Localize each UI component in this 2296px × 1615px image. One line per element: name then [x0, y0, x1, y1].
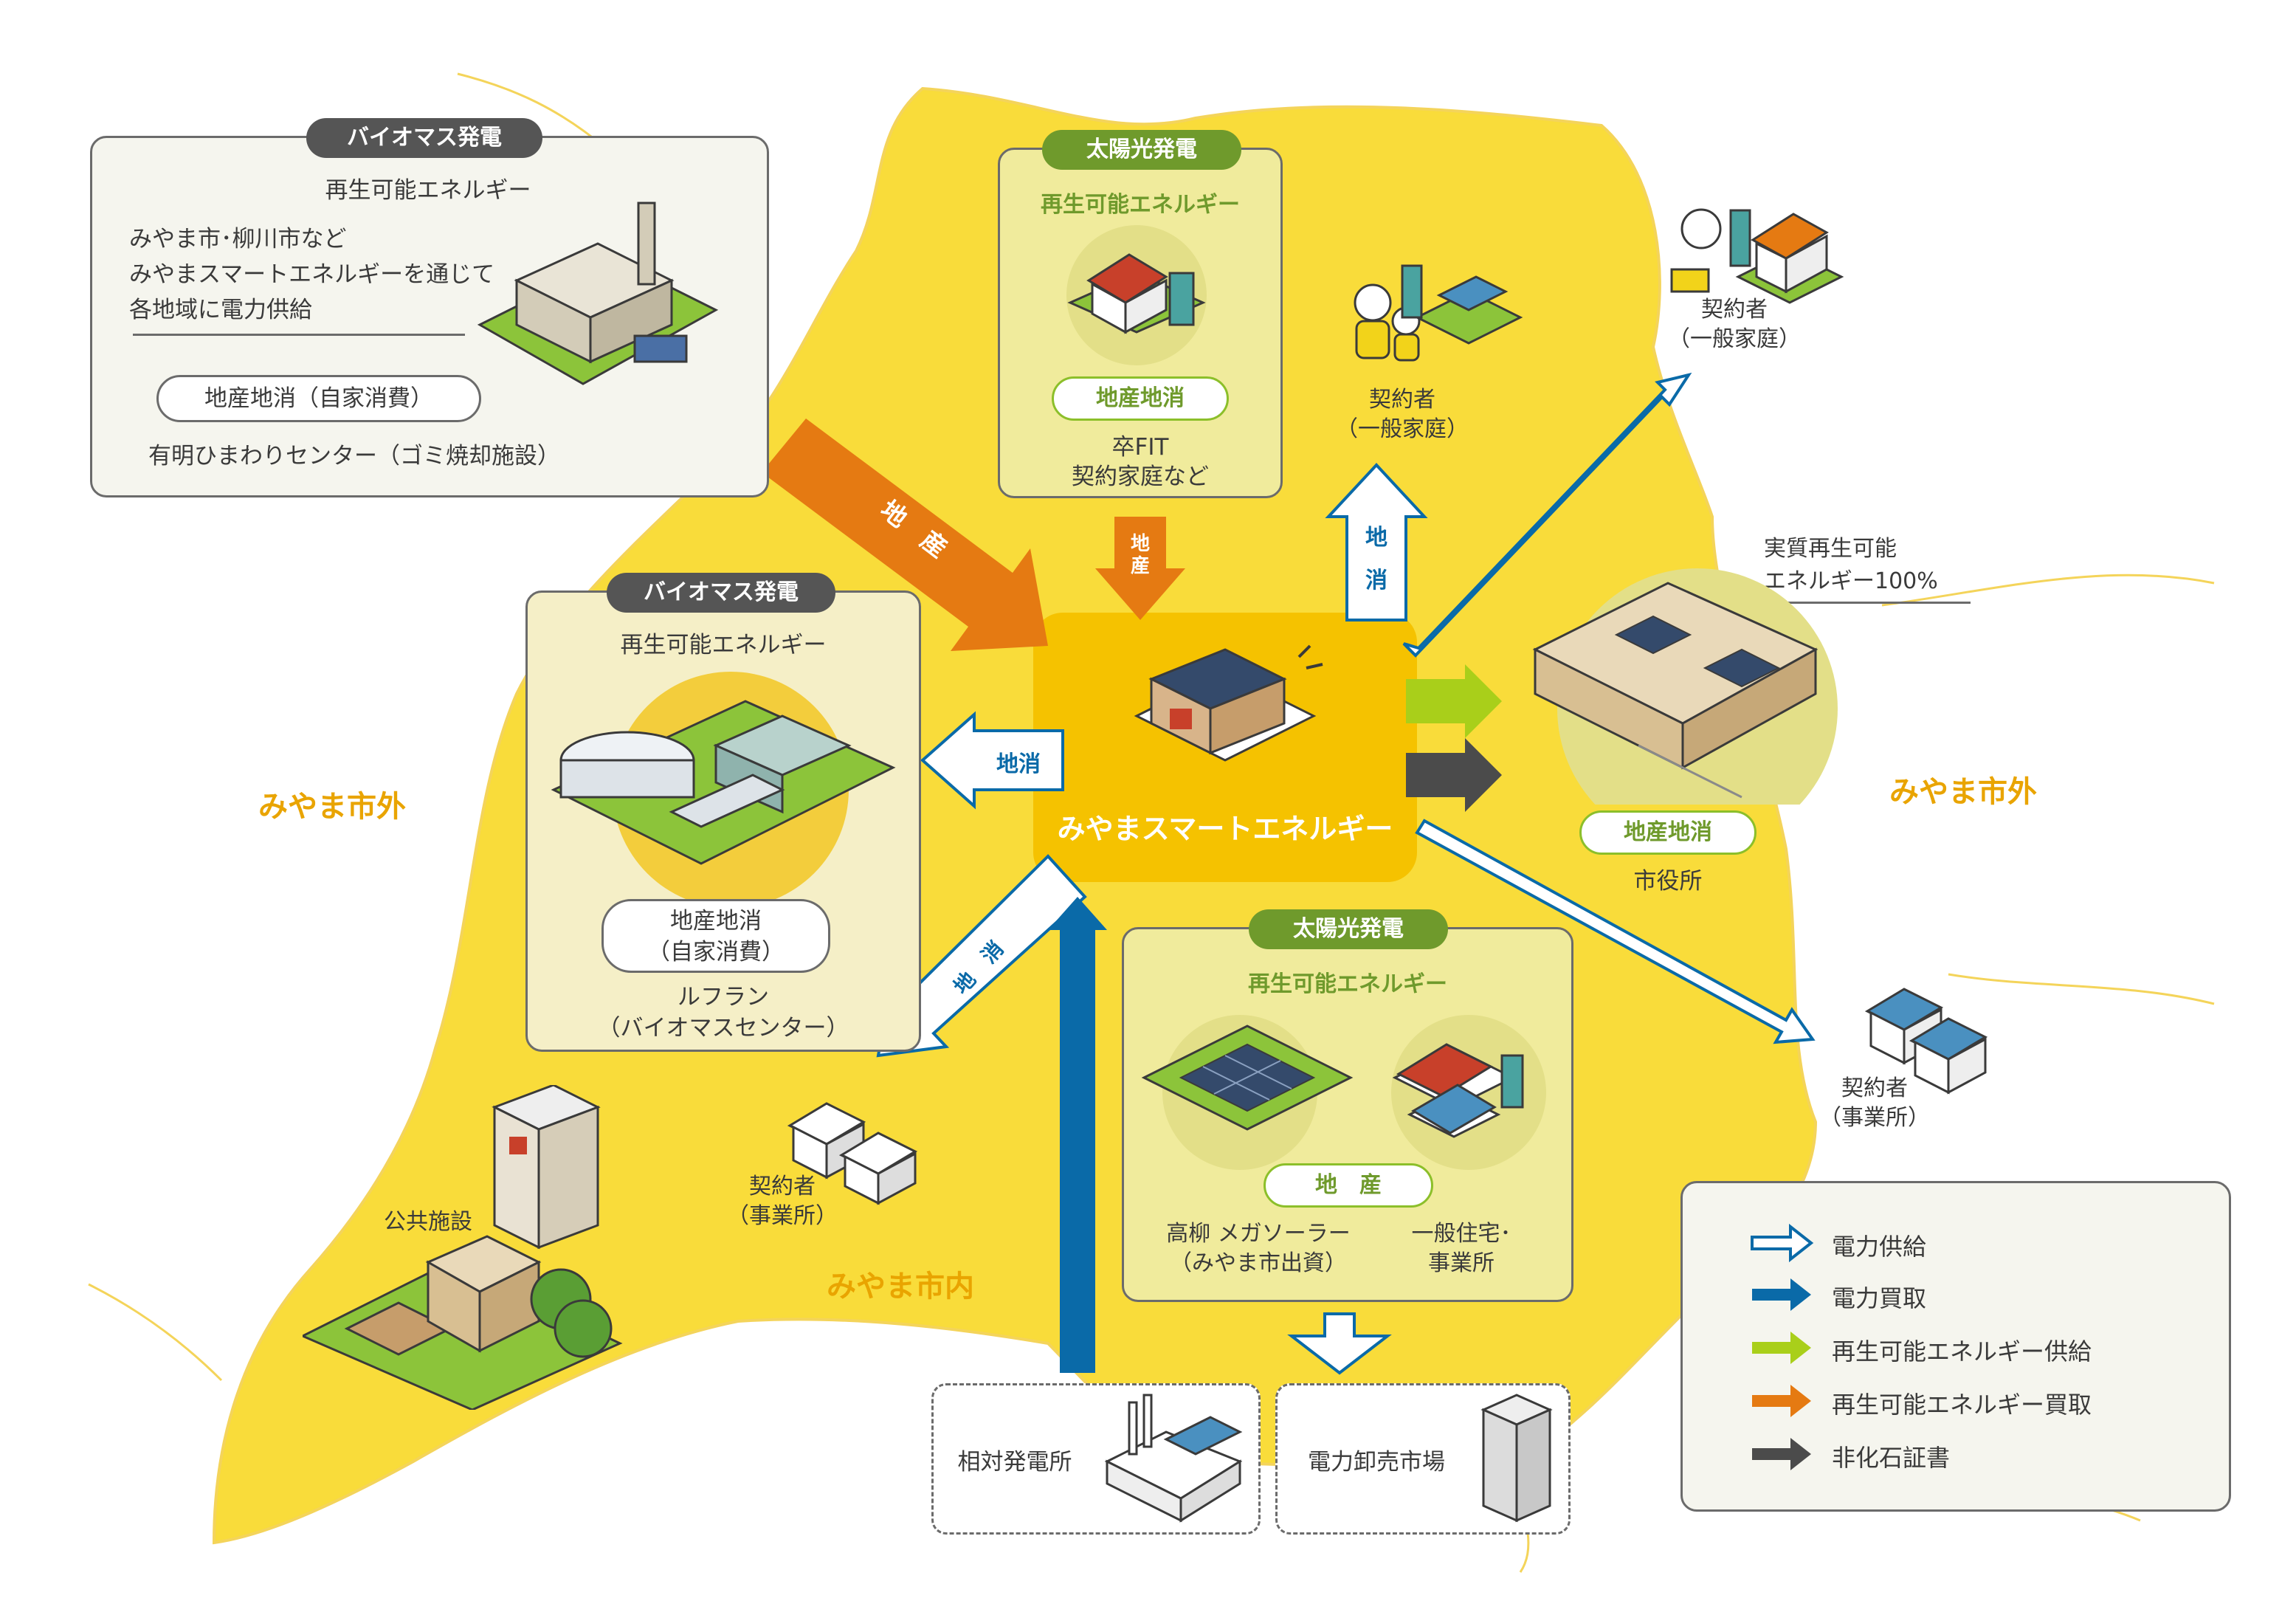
household-top-label: 契約者 （一般家庭） — [1336, 387, 1469, 442]
incineration-plant-illustration — [477, 202, 719, 385]
boundary-line — [88, 1283, 223, 1382]
left-arrow-label: 地消 — [996, 751, 1041, 777]
orange-arrow-small-label: 地 産 — [1130, 533, 1150, 577]
office-right-label: 契約者 （事業所） — [1819, 1075, 1930, 1131]
biomass-center-illustration — [551, 672, 896, 908]
legend-swatch-blue — [1752, 1278, 1811, 1311]
lime-arrow — [1406, 664, 1502, 738]
biomass-top-badge: バイオマス発電 — [306, 118, 542, 158]
biomass-top-leader-line — [133, 334, 465, 336]
solar-bottom-subtitle: 再生可能エネルギー — [1248, 971, 1447, 997]
solar-top-subtitle: 再生可能エネルギー — [1041, 192, 1240, 218]
biomass-mid-caption: ルフラン （バイオマスセンター） — [597, 984, 849, 1041]
boundary-line — [457, 72, 606, 149]
down-outline-arrow — [1287, 1312, 1392, 1375]
city-hall-label: 市役所 — [1633, 868, 1703, 895]
public-facility-illustration — [303, 1085, 623, 1410]
legend-swatch-lime — [1752, 1332, 1811, 1364]
household-right-illustration — [1670, 208, 1844, 304]
office-left-label: 契約者 （事業所） — [727, 1174, 838, 1229]
region-outside-right: みやま市外 — [1889, 775, 2037, 809]
biomass-mid-badge: バイオマス発電 — [607, 573, 835, 613]
office-left-illustration — [787, 1102, 918, 1205]
center-building-illustration — [1134, 644, 1323, 762]
biomass-top-caption: 有明ひまわりセンター（ゴミ焼却施設） — [148, 443, 560, 469]
solar-top-badge: 太陽光発電 — [1042, 130, 1241, 170]
biomass-mid-subtitle: 再生可能エネルギー — [620, 632, 827, 658]
solar-bottom-caption-right: 一般住宅･ 事業所 — [1411, 1221, 1511, 1276]
household-right-label: 契約者 （一般家庭） — [1668, 297, 1801, 352]
blue-up-arrow — [1048, 897, 1107, 1373]
legend-swatch-dark — [1752, 1438, 1811, 1470]
boundary-line — [1948, 973, 2215, 1005]
solar-house-illustration — [1066, 225, 1207, 365]
biomass-top-desc: みやま市･柳川市など みやまスマートエネルギーを通じて 各地域に電力供給 — [129, 226, 495, 323]
up-outline-arrow — [1325, 463, 1428, 621]
dark-arrow — [1406, 738, 1502, 812]
legend-item-renewable-purchase: 再生可能エネルギー買取 — [1832, 1391, 2092, 1419]
diag-up-right-outline-arrow — [1402, 372, 1692, 658]
mega-solar-illustration — [1141, 1015, 1546, 1170]
city-hall-note: 実質再生可能 エネルギー100% — [1764, 536, 1938, 594]
legend-item-non-fossil-certificate: 非化石証書 — [1832, 1444, 1951, 1472]
legend-swatches — [1751, 1223, 1814, 1470]
boundary-line — [1881, 574, 2215, 607]
wholesale-market-building — [1480, 1394, 1553, 1523]
left-outline-arrow — [920, 711, 1064, 810]
solar-top-caption: 卒FIT 契約家庭など — [1072, 434, 1209, 490]
office-right-illustration — [1864, 988, 1988, 1095]
household-top-illustration — [1354, 264, 1523, 362]
orange-arrow-big — [762, 419, 1048, 651]
legend-item-renewable-supply: 再生可能エネルギー供給 — [1832, 1337, 2092, 1366]
up-arrow-label: 地 消 — [1365, 525, 1387, 593]
legend-swatch-outline — [1751, 1223, 1814, 1263]
city-hall-pill: 地産地消 — [1579, 810, 1757, 855]
biomass-top-subtitle: 再生可能エネルギー — [325, 177, 531, 204]
legend-item-power-supply: 電力供給 — [1832, 1233, 1927, 1261]
city-hall-leader-line — [1749, 602, 1971, 604]
region-inside: みやま市内 — [827, 1270, 974, 1304]
solar-bottom-pill: 地 産 — [1264, 1163, 1433, 1208]
diag-down-right-outline-arrow — [1415, 819, 1816, 1044]
region-outside-left: みやま市外 — [258, 790, 406, 824]
solar-bottom-caption-left: 高柳 メガソーラー （みやま市出資） — [1166, 1221, 1351, 1276]
legend-item-power-purchase: 電力買取 — [1832, 1284, 1927, 1312]
biomass-top-pill: 地産地消（自家消費） — [156, 375, 481, 422]
wholesale-market-label: 電力卸売市場 — [1308, 1449, 1445, 1475]
legend-swatch-orange — [1752, 1385, 1811, 1417]
city-hall-illustration — [1532, 568, 1838, 805]
solar-bottom-badge: 太陽光発電 — [1249, 909, 1448, 949]
solar-top-pill: 地産地消 — [1052, 376, 1229, 421]
biomass-mid-pill: 地産地消 （自家消費） — [601, 899, 830, 973]
center-title: みやまスマートエネルギー — [1057, 813, 1393, 845]
public-facility-label: 公共施設 — [384, 1209, 472, 1235]
relative-plant-label: 相対発電所 — [957, 1449, 1072, 1475]
relative-plant-illustration — [1104, 1394, 1243, 1523]
orange-arrow-small — [1095, 517, 1185, 620]
